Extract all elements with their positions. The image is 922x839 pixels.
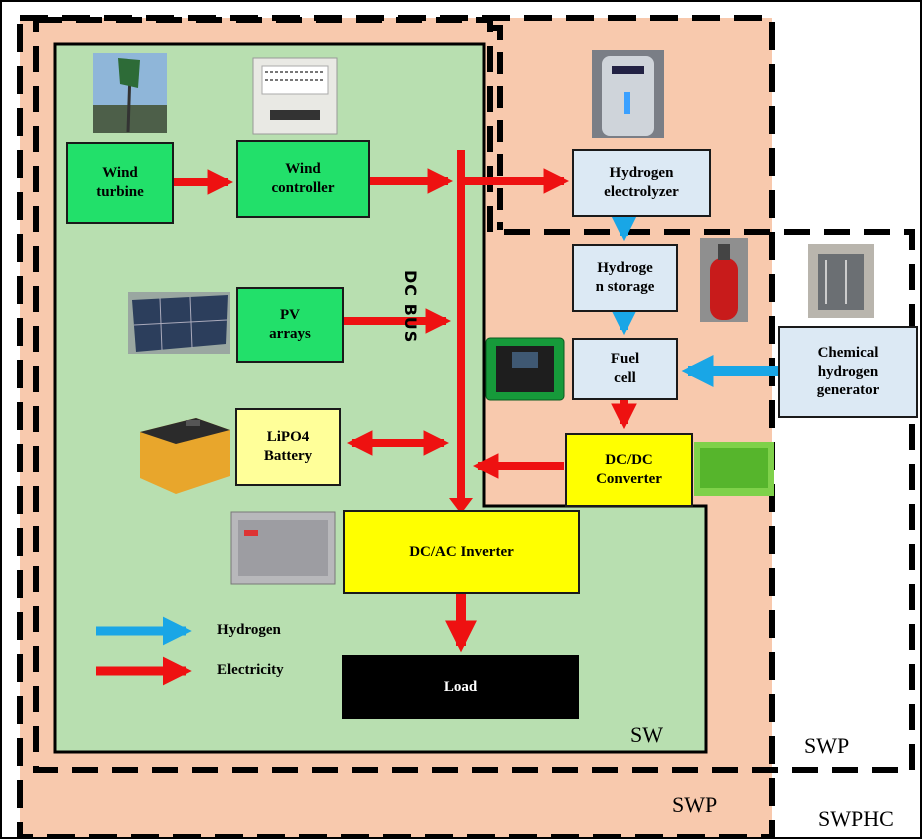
legend-hydrogen-label: Hydrogen: [217, 622, 281, 638]
load-box: Load: [342, 655, 579, 719]
wind-controller-photo: [252, 57, 338, 135]
sw-region-label: SW: [630, 722, 663, 747]
dc-bus-label: DC BUS: [401, 270, 420, 344]
battery-photo: [140, 418, 230, 494]
pv-panel-photo: [128, 292, 230, 354]
pv-arrays-box: PV arrays: [236, 287, 344, 363]
wind-turbine-box: Wind turbine: [66, 142, 174, 224]
swp-inner-region-label: SWP: [804, 733, 850, 758]
pv-arrays-label: PV arrays: [269, 307, 311, 342]
electrolyzer-label: Hydrogen electrolyzer: [604, 165, 679, 200]
swphc-region: [490, 25, 503, 230]
inverter-photo: [230, 511, 336, 585]
dcdc-converter-photo: [694, 442, 774, 496]
storage-label: Hydroge n storage: [595, 260, 655, 295]
inverter-label: DC/AC Inverter: [409, 543, 514, 560]
dcdc-label: DC/DC Converter: [596, 452, 662, 487]
swp-inner-region: [33, 17, 915, 773]
hydrogen-cylinder-photo: [700, 238, 748, 322]
dcdc-box: DC/DC Converter: [565, 433, 693, 507]
fuel-cell-photo: [485, 337, 565, 401]
chemical-generator-label: Chemical hydrogen generator: [816, 344, 880, 399]
inverter-box: DC/AC Inverter: [343, 510, 580, 594]
swphc-region-label: SWPHC: [818, 806, 894, 831]
chemical-generator-photo: [808, 244, 874, 318]
legend-electricity-label: Electricity: [217, 662, 284, 678]
electrolyzer-photo: [592, 50, 664, 138]
wind-controller-label: Wind controller: [271, 161, 335, 196]
fuel-cell-label: Fuel cell: [610, 351, 640, 386]
storage-box: Hydroge n storage: [572, 244, 678, 312]
dc-bus-arrowhead: [449, 498, 473, 514]
electrolyzer-box: Hydrogen electrolyzer: [572, 149, 711, 217]
chemical-generator-box: Chemical hydrogen generator: [778, 326, 918, 418]
wind-turbine-photo: [93, 53, 167, 133]
wind-turbine-label: Wind turbine: [96, 165, 144, 200]
wind-controller-box: Wind controller: [236, 140, 370, 218]
fuel-cell-box: Fuel cell: [572, 338, 678, 400]
battery-box: LiPO4 Battery: [235, 408, 341, 486]
load-label: Load: [443, 678, 478, 695]
swp-outer-region-label: SWP: [672, 792, 718, 817]
battery-label: LiPO4 Battery: [263, 429, 313, 464]
